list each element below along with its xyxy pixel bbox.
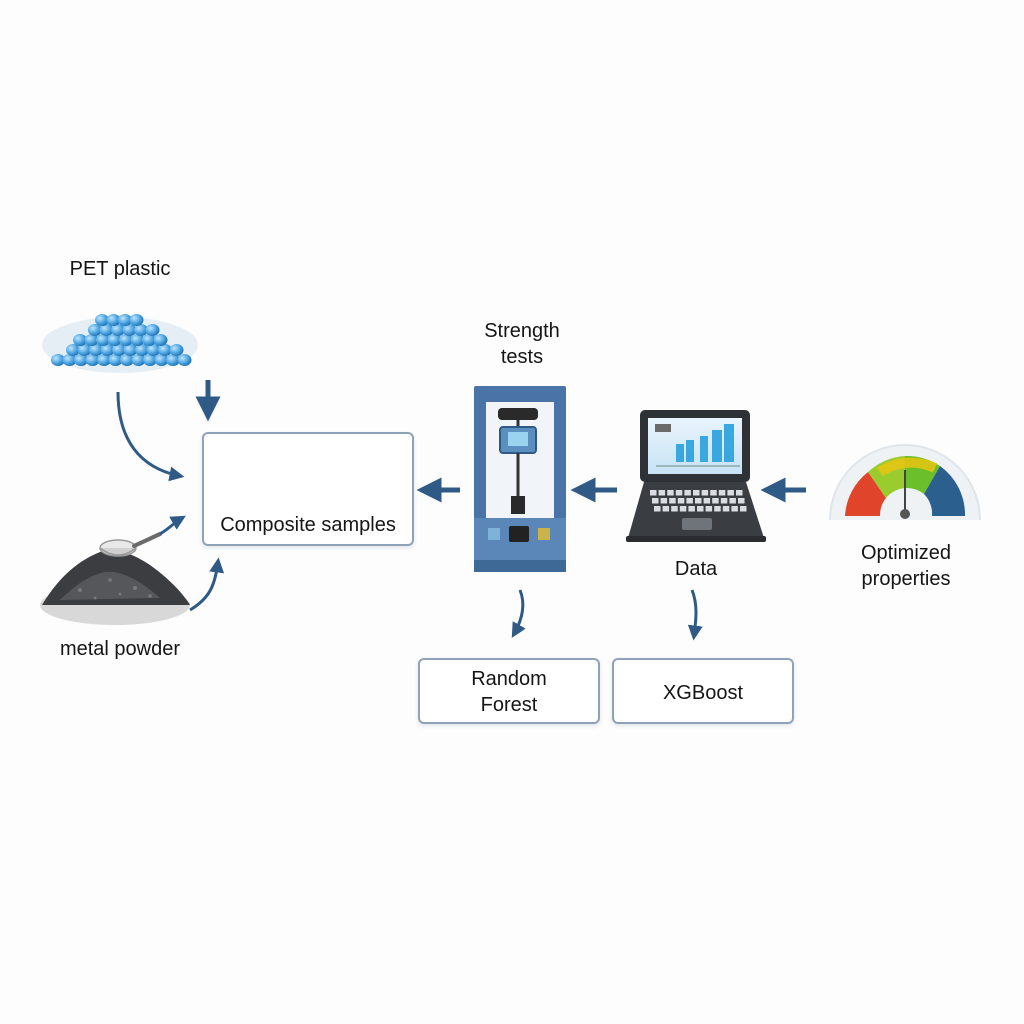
pellet xyxy=(131,354,146,366)
pellet xyxy=(84,334,99,346)
laptop-key xyxy=(712,498,719,504)
laptop-key xyxy=(675,490,683,496)
pellet xyxy=(166,354,180,366)
pellet xyxy=(89,344,103,356)
pellet xyxy=(145,324,160,336)
laptop-key xyxy=(729,498,736,504)
pellet xyxy=(146,344,161,356)
pellet xyxy=(154,354,169,366)
metal-powder-label: metal powder xyxy=(59,638,181,660)
pellet xyxy=(158,344,172,356)
laptop-key xyxy=(662,506,670,512)
laptop-key xyxy=(686,498,693,504)
pellet xyxy=(129,314,144,326)
pellet xyxy=(51,354,65,366)
optimized-properties-label: Optimized properties xyxy=(836,540,976,592)
pellet xyxy=(143,354,157,366)
pellet xyxy=(106,314,121,326)
laptop-key xyxy=(677,498,685,504)
pellet xyxy=(135,344,149,356)
pellet xyxy=(100,344,115,356)
laptop-key xyxy=(740,506,747,512)
pellet xyxy=(73,334,87,346)
pellet xyxy=(85,354,100,366)
random-forest-box: Random Forest xyxy=(418,658,600,724)
laptop-key xyxy=(736,490,743,496)
laptop-key xyxy=(720,498,728,504)
laptop-key xyxy=(693,490,700,496)
pellet xyxy=(142,334,156,346)
laptop-key xyxy=(679,506,687,512)
random-forest-label: Random Forest xyxy=(420,666,598,718)
laptop-key xyxy=(650,490,657,496)
laptop-key xyxy=(695,498,702,504)
pellet xyxy=(74,354,88,366)
laptop-key xyxy=(718,490,726,496)
pellet xyxy=(88,324,102,336)
laptop-key xyxy=(652,498,659,504)
pellet xyxy=(99,324,114,336)
pellet xyxy=(119,334,133,346)
strength-tests-line1: Strength xyxy=(484,320,560,342)
pellet xyxy=(95,314,109,326)
optimized-line2: properties xyxy=(861,568,951,590)
pellet xyxy=(153,334,168,346)
pellet xyxy=(118,314,132,326)
laptop-icon xyxy=(626,410,766,542)
pellet xyxy=(108,354,123,366)
laptop-key xyxy=(671,506,678,512)
optimized-line1: Optimized xyxy=(860,542,952,564)
pellet xyxy=(107,334,122,346)
pellet xyxy=(111,324,125,336)
laptop-key xyxy=(703,498,711,504)
pet-pellets-icon xyxy=(42,314,198,373)
xgboost-box: XGBoost xyxy=(612,658,794,724)
strength-tests-label: Strength tests xyxy=(462,318,582,370)
laptop-key xyxy=(738,498,745,504)
laptop-key xyxy=(701,490,709,496)
laptop-key xyxy=(731,506,738,512)
pellet xyxy=(120,354,134,366)
composite-samples-box: Composite samples xyxy=(202,432,414,546)
pellet xyxy=(77,344,92,356)
laptop-key xyxy=(710,490,717,496)
laptop-key xyxy=(654,506,661,512)
data-label: Data xyxy=(674,558,718,580)
laptop-key xyxy=(660,498,668,504)
laptop-key xyxy=(669,498,676,504)
laptop-key xyxy=(722,506,730,512)
laptop-key xyxy=(705,506,713,512)
metal-powder-icon xyxy=(40,532,190,625)
pellet xyxy=(96,334,110,346)
laptop-key xyxy=(714,506,721,512)
laptop-key xyxy=(684,490,691,496)
pellet xyxy=(177,354,192,366)
pellet xyxy=(134,324,148,336)
pellet xyxy=(66,344,80,356)
laptop-key xyxy=(667,490,674,496)
laptop-key xyxy=(727,490,734,496)
random-forest-line2: Forest xyxy=(480,694,538,716)
pellet xyxy=(97,354,111,366)
pellet xyxy=(112,344,126,356)
laptop-key xyxy=(697,506,704,512)
composite-samples-label: Composite samples xyxy=(220,514,396,536)
pellet xyxy=(123,344,138,356)
pellet xyxy=(62,354,77,366)
strength-tests-line2: tests xyxy=(500,346,544,368)
pellet xyxy=(169,344,184,356)
testing-machine-icon xyxy=(474,386,566,572)
flow-arrows xyxy=(116,380,806,641)
xgboost-label: XGBoost xyxy=(662,682,744,704)
laptop-key xyxy=(658,490,666,496)
pellet xyxy=(130,334,145,346)
gauge-icon xyxy=(829,444,981,521)
laptop-key xyxy=(688,506,695,512)
pellet xyxy=(122,324,137,336)
pet-plastic-label: PET plastic xyxy=(69,258,171,280)
random-forest-line1: Random xyxy=(471,668,547,690)
